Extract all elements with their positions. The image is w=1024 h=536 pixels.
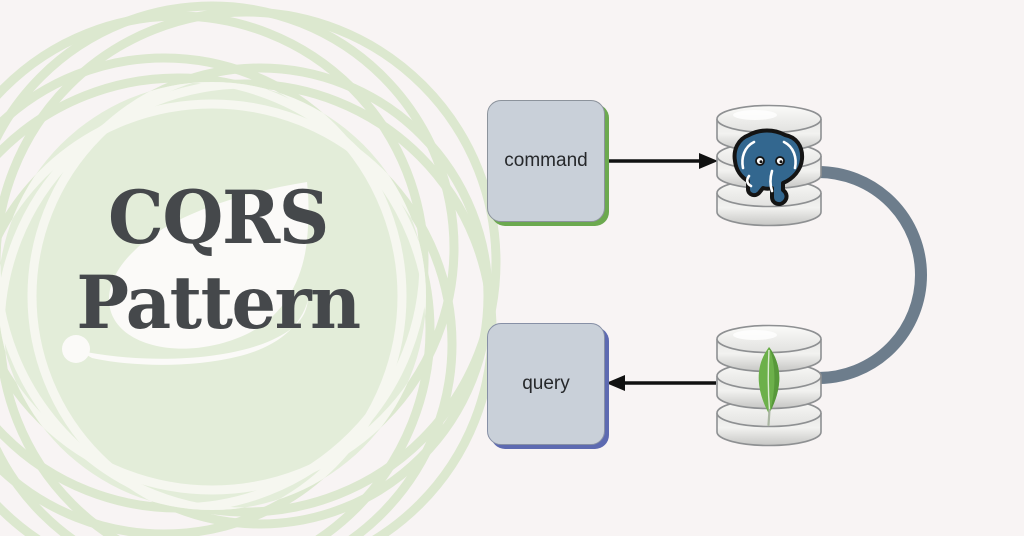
query-arrow [606, 375, 716, 391]
postgresql-elephant-icon [732, 128, 805, 207]
title-line-2: Pattern [76, 260, 361, 346]
query-node: query [487, 323, 605, 445]
title-line-1: CQRS [108, 175, 329, 261]
command-label: command [504, 150, 588, 171]
spring-leaf-icon [62, 182, 309, 365]
query-label: query [522, 373, 570, 394]
command-arrow [606, 153, 718, 169]
sync-arc [812, 166, 927, 384]
command-node: command [487, 100, 605, 222]
mongodb-leaf-icon [758, 347, 780, 427]
page-title: CQRS Pattern [0, 176, 439, 346]
